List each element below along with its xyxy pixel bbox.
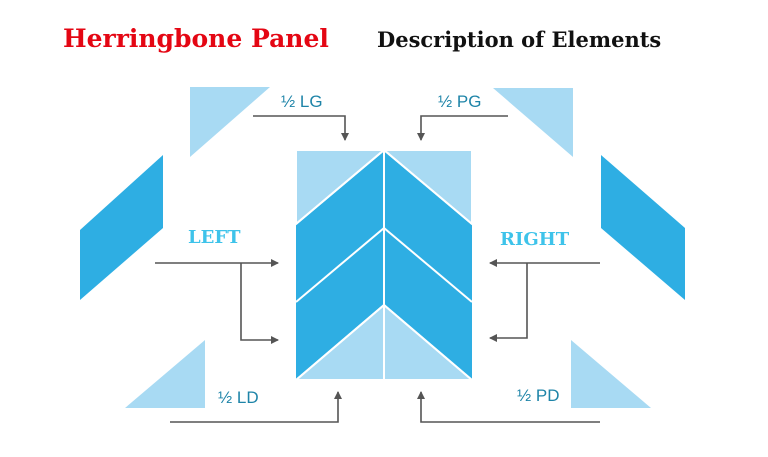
half-ld-piece xyxy=(125,340,205,408)
arrow-right-bottom xyxy=(489,263,528,342)
label-half-lg: ½ LG xyxy=(281,92,323,111)
arrows xyxy=(155,115,600,423)
label-half-ld: ½ LD xyxy=(218,388,259,407)
right-piece xyxy=(601,155,685,300)
diagram-subtitle: Description of Elements xyxy=(377,27,662,52)
diagram-title: Herringbone Panel xyxy=(63,24,329,53)
label-half-pg: ½ PG xyxy=(438,92,481,111)
arrow-half-lg xyxy=(253,115,349,141)
half-pd-piece xyxy=(571,340,651,408)
arrow-half-pg xyxy=(417,115,508,141)
arrow-half-pd xyxy=(417,391,600,423)
label-left: LEFT xyxy=(188,227,241,248)
arrow-left-bottom xyxy=(240,263,279,344)
label-right: RIGHT xyxy=(500,229,570,250)
assembled-panel xyxy=(293,149,475,381)
half-pg-piece xyxy=(493,88,573,157)
label-half-pd: ½ PD xyxy=(517,386,560,405)
left-piece xyxy=(80,155,163,300)
half-lg-piece xyxy=(190,87,270,157)
arrow-half-ld xyxy=(170,391,342,423)
